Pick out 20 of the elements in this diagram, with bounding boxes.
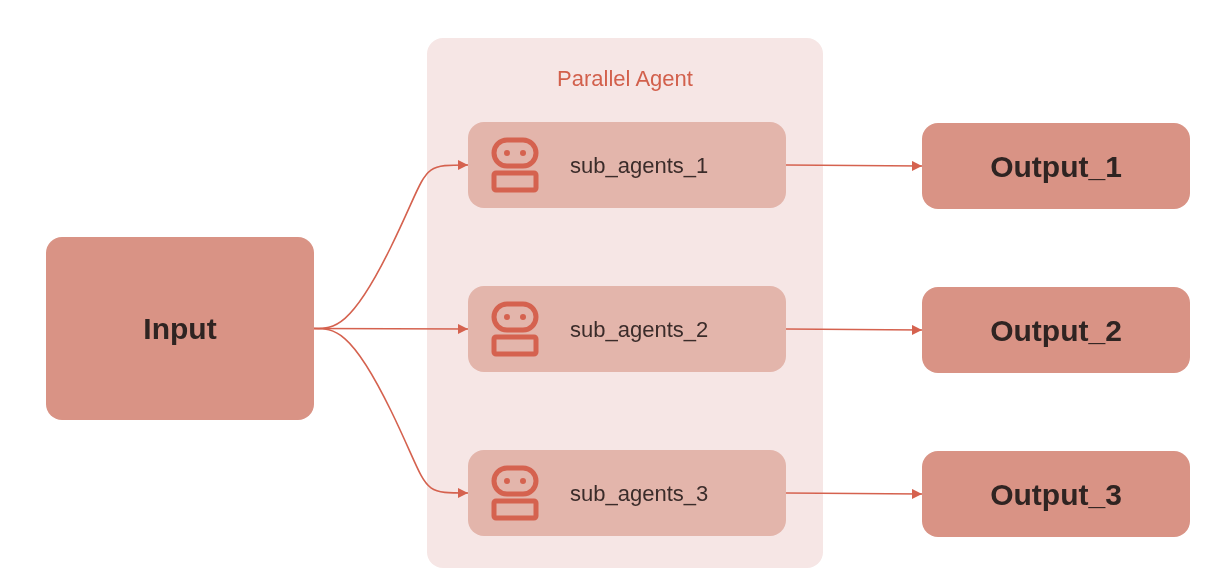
process-box (922, 451, 1190, 537)
process-box (922, 287, 1190, 373)
agent-box (468, 450, 786, 536)
agent-label: sub_agents_2 (570, 315, 709, 344)
agent-box (468, 122, 786, 208)
process-box (922, 123, 1190, 209)
box-label: Output_1 (990, 148, 1122, 185)
agent-label: sub_agents_1 (570, 151, 709, 180)
group-panel (427, 38, 823, 568)
arrow (313, 327, 469, 498)
arrow (785, 160, 923, 171)
box-label: Input (143, 311, 217, 347)
arrow (785, 324, 923, 335)
box-label: Output_2 (990, 312, 1122, 349)
group-title: Parallel Agent (556, 65, 694, 93)
process-box (46, 237, 314, 420)
agent-box (468, 286, 786, 372)
arrow (785, 488, 923, 499)
box-label: Output_3 (990, 476, 1122, 513)
agent-label: sub_agents_3 (570, 479, 709, 508)
